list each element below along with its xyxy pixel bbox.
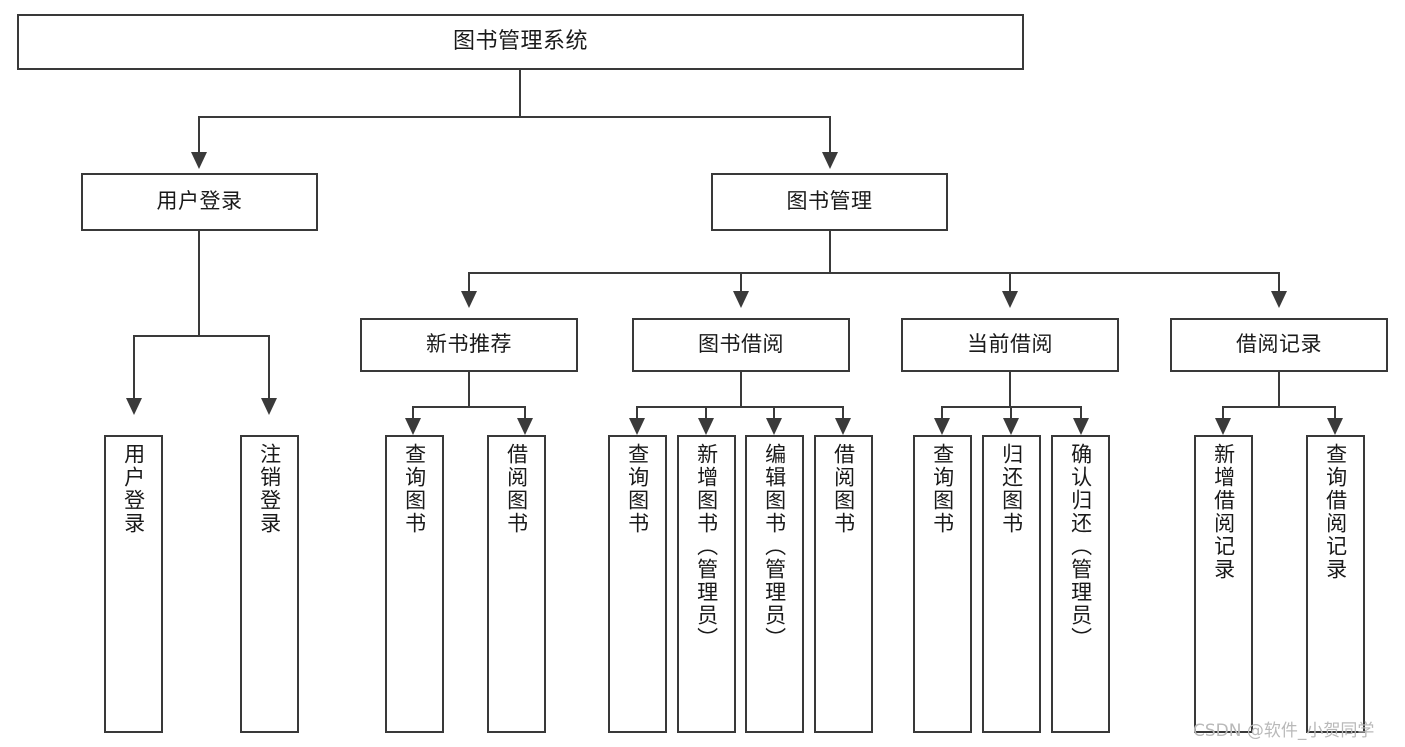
- arrowhead-user-login: [191, 152, 207, 169]
- node-leaf-add-book[interactable]: 新增图书（管理员）: [677, 435, 736, 733]
- node-leaf-edit-book[interactable]: 编辑图书（管理员）: [745, 435, 804, 733]
- node-new-book-recommend[interactable]: 新书推荐: [360, 318, 578, 372]
- node-current-borrow-label: 当前借阅: [967, 332, 1053, 357]
- edge-root-bus: [198, 116, 831, 118]
- arrowhead-leaf-edit-book: [766, 418, 782, 435]
- edge-root-to-book-manage: [829, 116, 831, 156]
- edge-book-manage-drop-4: [1278, 272, 1280, 294]
- node-root[interactable]: 图书管理系统: [17, 14, 1024, 70]
- node-book-borrow[interactable]: 图书借阅: [632, 318, 850, 372]
- node-user-login-label: 用户登录: [156, 189, 243, 214]
- edge-user-login-stem: [198, 231, 200, 335]
- arrowhead-book-manage: [822, 152, 838, 169]
- edge-book-manage-drop-3: [1009, 272, 1011, 294]
- node-leaf-user-login-label: 用户登录: [121, 443, 146, 535]
- arrowhead-leaf-confirm-return: [1073, 418, 1089, 435]
- node-leaf-user-logout-label: 注销登录: [257, 443, 282, 535]
- edge-new-book-bus: [412, 406, 526, 408]
- node-book-manage-label: 图书管理: [786, 189, 873, 214]
- arrowhead-leaf-add-record: [1215, 418, 1231, 435]
- node-leaf-borrow-book-2[interactable]: 借阅图书: [814, 435, 873, 733]
- arrowhead-leaf-query-book-3: [934, 418, 950, 435]
- node-leaf-edit-book-label: 编辑图书（管理员）: [762, 443, 787, 650]
- node-user-login[interactable]: 用户登录: [81, 173, 318, 231]
- edge-borrow-record-bus: [1222, 406, 1336, 408]
- node-leaf-query-book-1[interactable]: 查询图书: [385, 435, 444, 733]
- node-leaf-query-record-label: 查询借阅记录: [1323, 443, 1348, 581]
- node-leaf-borrow-book-2-label: 借阅图书: [831, 443, 856, 535]
- edge-book-borrow-drop-2: [705, 406, 707, 421]
- edge-borrow-record-drop-2: [1334, 406, 1336, 421]
- edge-borrow-record-drop-1: [1222, 406, 1224, 421]
- edge-current-borrow-drop-1: [941, 406, 943, 421]
- edge-user-login-drop-2: [268, 335, 270, 401]
- arrowhead-leaf-query-book-2: [629, 418, 645, 435]
- node-root-label: 图书管理系统: [452, 28, 588, 54]
- node-current-borrow[interactable]: 当前借阅: [901, 318, 1119, 372]
- edge-new-book-stem: [468, 372, 470, 406]
- arrowhead-borrow-record: [1271, 291, 1287, 308]
- node-leaf-confirm-return[interactable]: 确认归还（管理员）: [1051, 435, 1110, 733]
- node-leaf-borrow-book-1[interactable]: 借阅图书: [487, 435, 546, 733]
- edge-new-book-drop-1: [412, 406, 414, 421]
- node-leaf-confirm-return-label: 确认归还（管理员）: [1068, 443, 1093, 650]
- edge-user-login-drop-1: [133, 335, 135, 401]
- arrowhead-leaf-query-book-1: [405, 418, 421, 435]
- node-leaf-add-book-label: 新增图书（管理员）: [694, 443, 719, 650]
- arrowhead-leaf-user-logout: [261, 398, 277, 415]
- node-leaf-query-record[interactable]: 查询借阅记录: [1306, 435, 1365, 733]
- edge-root-stem: [519, 70, 521, 116]
- edge-book-borrow-drop-3: [773, 406, 775, 421]
- edge-book-manage-stem: [829, 231, 831, 272]
- node-leaf-query-book-2[interactable]: 查询图书: [608, 435, 667, 733]
- node-book-manage[interactable]: 图书管理: [711, 173, 948, 231]
- csdn-watermark: CSDN @软件_小贺同学: [1193, 721, 1375, 741]
- node-leaf-user-logout[interactable]: 注销登录: [240, 435, 299, 733]
- arrowhead-leaf-add-book: [698, 418, 714, 435]
- edge-borrow-record-stem: [1278, 372, 1280, 406]
- node-leaf-query-book-2-label: 查询图书: [625, 443, 650, 535]
- edge-book-manage-drop-2: [740, 272, 742, 294]
- arrowhead-leaf-query-record: [1327, 418, 1343, 435]
- node-leaf-return-book-label: 归还图书: [999, 443, 1024, 535]
- node-leaf-return-book[interactable]: 归还图书: [982, 435, 1041, 733]
- node-leaf-add-record-label: 新增借阅记录: [1211, 443, 1236, 581]
- arrowhead-current-borrow: [1002, 291, 1018, 308]
- arrowhead-leaf-user-login: [126, 398, 142, 415]
- edge-book-borrow-stem: [740, 372, 742, 406]
- edge-current-borrow-drop-3: [1080, 406, 1082, 421]
- edge-current-borrow-stem: [1009, 372, 1011, 406]
- arrowhead-leaf-borrow-book-1: [517, 418, 533, 435]
- node-borrow-record-label: 借阅记录: [1236, 332, 1322, 357]
- arrowhead-leaf-borrow-book-2: [835, 418, 851, 435]
- edge-user-login-bus: [133, 335, 268, 337]
- node-borrow-record[interactable]: 借阅记录: [1170, 318, 1388, 372]
- arrowhead-book-borrow: [733, 291, 749, 308]
- node-leaf-user-login[interactable]: 用户登录: [104, 435, 163, 733]
- edge-book-borrow-drop-4: [842, 406, 844, 421]
- edge-book-borrow-drop-1: [636, 406, 638, 421]
- node-leaf-add-record[interactable]: 新增借阅记录: [1194, 435, 1253, 733]
- edge-root-to-user-login: [198, 116, 200, 156]
- edge-new-book-drop-2: [524, 406, 526, 421]
- arrowhead-new-book-recommend: [461, 291, 477, 308]
- arrowhead-leaf-return-book: [1003, 418, 1019, 435]
- edge-book-manage-bus: [468, 272, 1280, 274]
- node-leaf-query-book-1-label: 查询图书: [402, 443, 427, 535]
- edge-book-borrow-bus: [636, 406, 844, 408]
- node-leaf-query-book-3-label: 查询图书: [930, 443, 955, 535]
- edge-book-manage-drop-1: [468, 272, 470, 294]
- node-leaf-borrow-book-1-label: 借阅图书: [504, 443, 529, 535]
- node-new-book-recommend-label: 新书推荐: [426, 332, 512, 357]
- edge-current-borrow-drop-2: [1010, 406, 1012, 421]
- node-leaf-query-book-3[interactable]: 查询图书: [913, 435, 972, 733]
- node-book-borrow-label: 图书借阅: [698, 332, 784, 357]
